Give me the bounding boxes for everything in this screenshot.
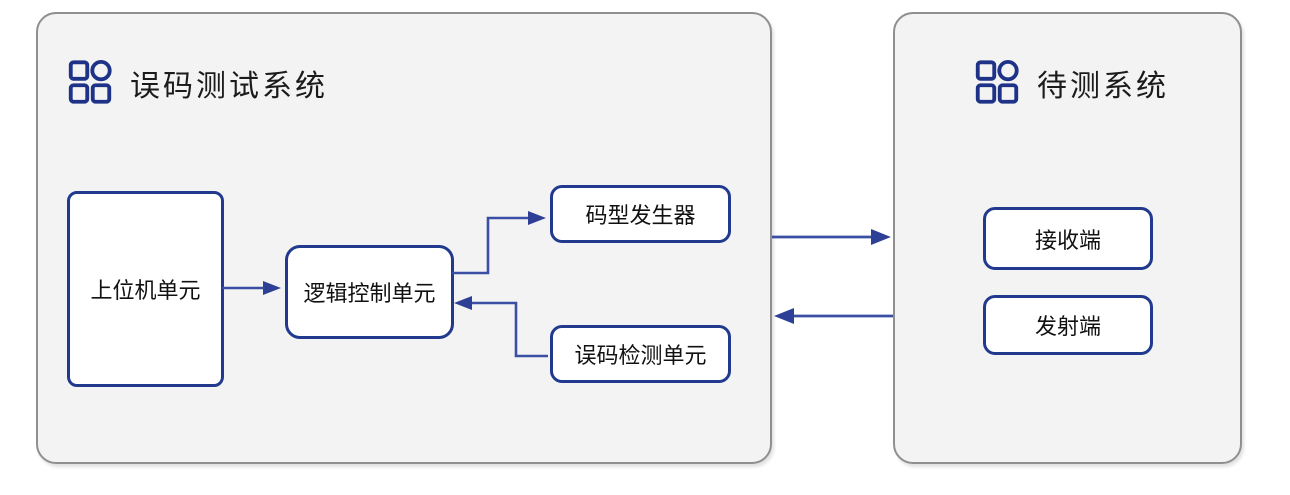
node-label: 接收端: [1034, 227, 1101, 253]
panel-header: 误码测试系统: [68, 59, 328, 106]
node-label: 发射端: [1034, 314, 1101, 339]
category-grid-icon: [68, 59, 112, 104]
edge-dut-to-testsystem: [774, 308, 893, 324]
category-grid-icon: [975, 59, 1019, 104]
panel-system-under-test: 待测系统 接收端 发射端: [893, 12, 1242, 464]
panel-header: 待测系统: [975, 59, 1169, 106]
node-receiver-end: 接收端: [983, 207, 1153, 270]
node-host-computer-unit: 上位机单元: [67, 191, 224, 387]
panel-title: 待测系统: [1037, 69, 1169, 103]
node-label: 上位机单元: [90, 278, 201, 303]
node-bit-error-detection-unit: 误码检测单元: [550, 325, 731, 383]
node-pattern-generator: 码型发生器: [550, 185, 731, 243]
panel-bit-error-test-system: 误码测试系统 上位机单元 逻辑控制单元 码型发生器 误码检测单元: [36, 12, 772, 464]
panel-title: 误码测试系统: [130, 69, 328, 103]
edge-testsystem-to-dut: [772, 229, 891, 245]
node-label: 误码检测单元: [574, 343, 707, 368]
node-logic-control-unit: 逻辑控制单元: [285, 245, 454, 339]
node-label: 逻辑控制单元: [303, 281, 436, 306]
node-transmitter-end: 发射端: [983, 295, 1153, 355]
node-label: 码型发生器: [585, 203, 696, 228]
